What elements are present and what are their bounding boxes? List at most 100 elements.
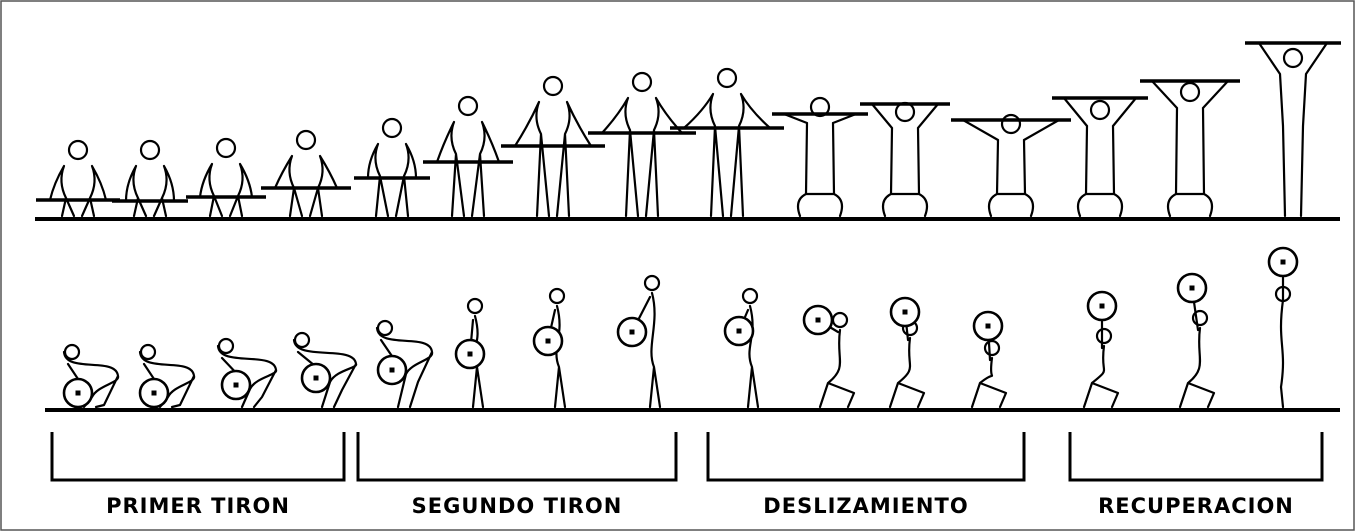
phase-label-segundo-tiron: SEGUNDO TIRON — [411, 494, 623, 518]
side-figure — [375, 319, 434, 409]
athlete-body — [546, 304, 567, 409]
barbell-hub — [313, 375, 319, 381]
barbell-hub — [75, 390, 81, 396]
side-figure — [1267, 246, 1299, 409]
phase-label-recuperacion: RECUPERACION — [1098, 494, 1294, 518]
athlete-body — [366, 142, 418, 218]
front-figure — [423, 95, 513, 218]
side-figure — [802, 304, 856, 409]
front-figure — [36, 139, 120, 218]
barbell-hub — [545, 338, 551, 344]
side-figure — [970, 310, 1008, 409]
side-figure — [616, 274, 662, 409]
side-figure — [62, 343, 120, 409]
athlete-head — [716, 67, 738, 89]
athlete-head — [139, 343, 157, 361]
athlete-head — [293, 331, 311, 349]
athlete-head — [542, 75, 564, 97]
front-figure — [860, 101, 950, 218]
front-view-figures — [36, 41, 1341, 218]
athlete-head — [295, 129, 317, 151]
athlete-head — [983, 339, 1001, 357]
side-figure — [888, 296, 926, 409]
athlete-body — [124, 164, 176, 218]
athlete-body — [1150, 79, 1230, 218]
phase-bracket-primer-tiron — [50, 432, 346, 482]
front-figure — [112, 139, 188, 218]
barbell-hub — [389, 367, 395, 373]
athlete-head — [1000, 113, 1022, 135]
athlete-head — [1191, 309, 1209, 327]
athlete-body — [961, 118, 1061, 218]
front-figure — [354, 117, 430, 218]
front-figure — [1052, 96, 1148, 218]
athlete-body — [782, 112, 858, 218]
athlete-head — [139, 139, 161, 161]
athlete-head — [1095, 327, 1113, 345]
side-figure — [454, 297, 486, 409]
phase-bracket-segundo-tiron — [356, 432, 678, 482]
athlete-head — [376, 319, 394, 337]
side-figure — [1082, 290, 1120, 409]
athlete-body — [1178, 286, 1216, 409]
side-view-figures — [62, 246, 1299, 409]
barbell-hub — [985, 323, 991, 329]
athlete-head — [631, 71, 653, 93]
athlete-body — [870, 102, 940, 218]
front-figure — [1245, 41, 1341, 218]
front-figure — [670, 67, 784, 218]
barbell-hub — [815, 317, 821, 323]
athlete-head — [1282, 47, 1304, 69]
barbell-hub — [151, 390, 157, 396]
front-figure — [1140, 79, 1240, 218]
athlete-head — [217, 337, 235, 355]
athlete-head — [809, 96, 831, 118]
side-figure — [292, 331, 358, 409]
athlete-head — [63, 343, 81, 361]
side-figure — [138, 343, 196, 409]
front-figure — [261, 129, 351, 218]
barbell-hub — [233, 382, 239, 388]
phase-label-deslizamiento: DESLIZAMIENTO — [763, 494, 969, 518]
phase-label-primer-tiron: PRIMER TIRON — [106, 494, 290, 518]
athlete-head — [1089, 99, 1111, 121]
phase-bracket-deslizamiento — [706, 432, 1026, 482]
athlete-body — [198, 162, 254, 218]
front-figure — [186, 137, 266, 218]
athlete-head — [67, 139, 89, 161]
front-figure — [501, 75, 605, 218]
athlete-body — [1257, 41, 1329, 218]
barbell-hub — [1280, 259, 1286, 265]
front-figure — [772, 96, 868, 218]
athlete-head — [215, 137, 237, 159]
athlete-body — [1062, 96, 1138, 218]
barbell-hub — [629, 329, 635, 335]
athlete-head — [466, 297, 484, 315]
athlete-body — [513, 100, 593, 218]
front-figure — [951, 113, 1071, 218]
athlete-head — [1274, 285, 1292, 303]
front-figure — [588, 71, 696, 218]
athlete-body — [435, 120, 501, 218]
athlete-body — [630, 291, 662, 409]
athlete-body — [600, 96, 684, 218]
athlete-head — [548, 287, 566, 305]
athlete-body — [273, 154, 339, 218]
athlete-head — [457, 95, 479, 117]
barbell-hub — [736, 328, 742, 334]
athlete-head — [643, 274, 661, 292]
athlete-head — [831, 311, 849, 329]
side-figure — [216, 337, 278, 409]
side-figure — [532, 287, 567, 409]
barbell-hub — [1099, 303, 1105, 309]
athlete-head — [741, 287, 759, 305]
barbell-hub — [467, 351, 473, 357]
athlete-body — [48, 164, 108, 218]
phase-bracket-recuperacion — [1068, 432, 1324, 482]
side-figure — [1176, 272, 1216, 409]
athlete-head — [381, 117, 403, 139]
barbell-hub — [902, 309, 908, 315]
side-figure — [723, 287, 760, 409]
